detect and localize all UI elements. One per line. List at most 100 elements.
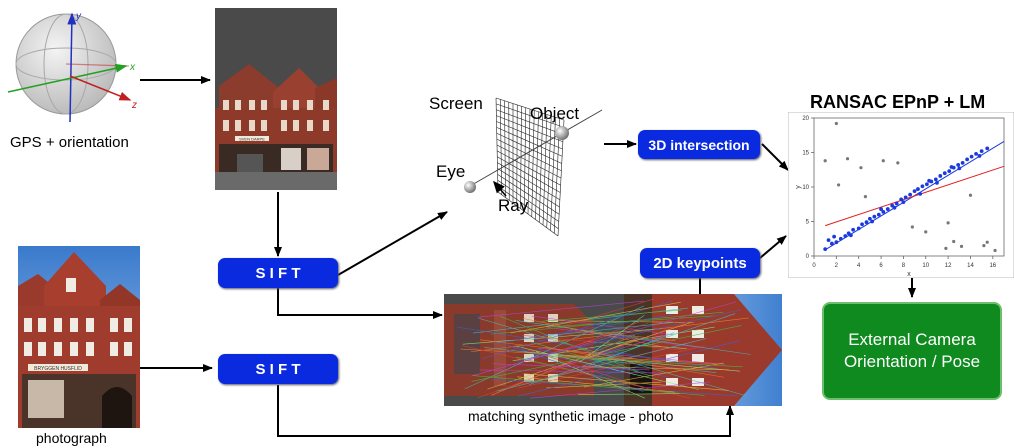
inlier-point	[935, 180, 939, 185]
x-tick-label: 16	[989, 263, 996, 269]
x-tick-label: 2	[835, 263, 839, 269]
y-tick-label: 5	[806, 220, 810, 226]
x-tick-label: 10	[922, 263, 929, 269]
inlier-point	[872, 214, 877, 219]
arrow-3d-to-ransac	[761, 143, 789, 171]
inlier-point	[960, 160, 965, 165]
matching-label: matching synthetic image - photo	[468, 408, 674, 424]
inlier-point	[876, 212, 881, 217]
outlier-point	[823, 159, 827, 163]
inlier-point	[927, 178, 932, 183]
outlier-point	[946, 221, 950, 225]
match-lines	[457, 298, 751, 399]
inlier-point	[903, 195, 908, 200]
outlier-point	[985, 240, 989, 244]
x-tick-label: 0	[812, 263, 816, 269]
inlier-point	[924, 182, 929, 187]
inlier-point	[860, 222, 864, 227]
inlier-point	[885, 207, 890, 211]
inlier-point	[942, 171, 947, 176]
matching-image	[444, 294, 782, 406]
outlier-point	[924, 230, 928, 234]
eye-sphere	[464, 181, 476, 193]
outlier-point	[863, 195, 868, 199]
sift-button-bottom: S I F T	[218, 354, 338, 384]
screen-label: Screen	[429, 94, 483, 113]
outlier-point	[959, 244, 964, 248]
pose-output-box: External Camera Orientation / Pose	[822, 302, 1002, 400]
inlier-point	[856, 226, 861, 231]
arrow-sift2-to-matching	[277, 385, 734, 437]
x-axis-letter: x	[129, 62, 136, 73]
inlier-point	[892, 205, 897, 210]
y-axis-letter: y	[75, 11, 82, 22]
inlier-point	[838, 236, 843, 241]
ray-pointer-arrow	[493, 180, 507, 197]
inlier-point	[870, 219, 875, 224]
pose-line-2: Orientation / Pose	[843, 352, 981, 371]
inlier-point	[979, 149, 984, 154]
inlier-point	[916, 187, 920, 191]
outlier-point	[968, 193, 973, 197]
inlier-point	[829, 241, 834, 246]
inlier-point	[867, 216, 872, 221]
inlier-point	[985, 146, 990, 151]
z-axis	[69, 75, 132, 101]
object-sphere	[555, 126, 569, 140]
inlier-point	[974, 151, 978, 156]
inlier-point	[879, 207, 883, 211]
eye-label: Eye	[436, 162, 466, 181]
outlier-point	[834, 121, 838, 126]
inlier-point	[848, 233, 853, 238]
inlier-point	[826, 238, 831, 243]
inlier-point	[969, 154, 974, 159]
outlier-point	[881, 159, 885, 163]
inlier-point	[834, 240, 839, 245]
inlier-point	[965, 157, 970, 162]
x-axis-label: x	[907, 271, 911, 278]
outlier-point	[944, 246, 948, 251]
inlier-point	[938, 174, 943, 178]
x-tick-label: 12	[945, 263, 952, 269]
ransac-title: RANSAC EPnP + LM	[810, 92, 986, 112]
2d-keypoints-box: 2D keypoints	[640, 248, 760, 278]
arrow-sift-to-matching	[277, 288, 443, 319]
outlier-point	[896, 161, 900, 165]
inlier-point	[823, 247, 828, 252]
outlier-point	[952, 239, 956, 244]
outlier-point	[910, 225, 914, 229]
ray-line	[469, 109, 603, 187]
synthetic-sign: SVEN DARPE	[239, 137, 265, 142]
outlier-point	[859, 166, 863, 170]
x-axis	[7, 63, 128, 93]
pose-line-1: External Camera	[848, 330, 976, 349]
inlier-point	[843, 234, 848, 238]
outlier-point	[845, 157, 850, 161]
inlier-point	[920, 184, 925, 189]
inlier-point	[949, 165, 954, 169]
arrow-sift-to-screen	[337, 211, 448, 276]
inlier-point	[881, 209, 886, 214]
inlier-point	[901, 200, 906, 205]
y-axis	[67, 12, 77, 123]
z-axis-letter: z	[131, 100, 137, 111]
sift-button-top: S I F T	[218, 258, 338, 288]
outlier-point	[993, 248, 997, 253]
ray-label: Ray	[498, 196, 529, 215]
3d-intersection-box: 3D intersection	[638, 130, 760, 159]
inlier-point	[832, 234, 837, 239]
fit-all-line	[825, 165, 1005, 227]
x-tick-label: 6	[879, 263, 883, 269]
y-tick-label: 20	[802, 116, 809, 122]
y-tick-label: 0	[806, 254, 810, 260]
inlier-point	[947, 169, 952, 174]
object-label: Object	[530, 104, 580, 123]
photo-sign: BRYGGEN HUSFLID	[34, 366, 82, 372]
gps-sphere-diagram: y x z	[7, 11, 137, 123]
y-tick-label: 15	[802, 151, 809, 157]
photograph-label: photograph	[36, 430, 107, 446]
screen-grid	[495, 97, 565, 237]
inlier-point	[864, 220, 869, 225]
